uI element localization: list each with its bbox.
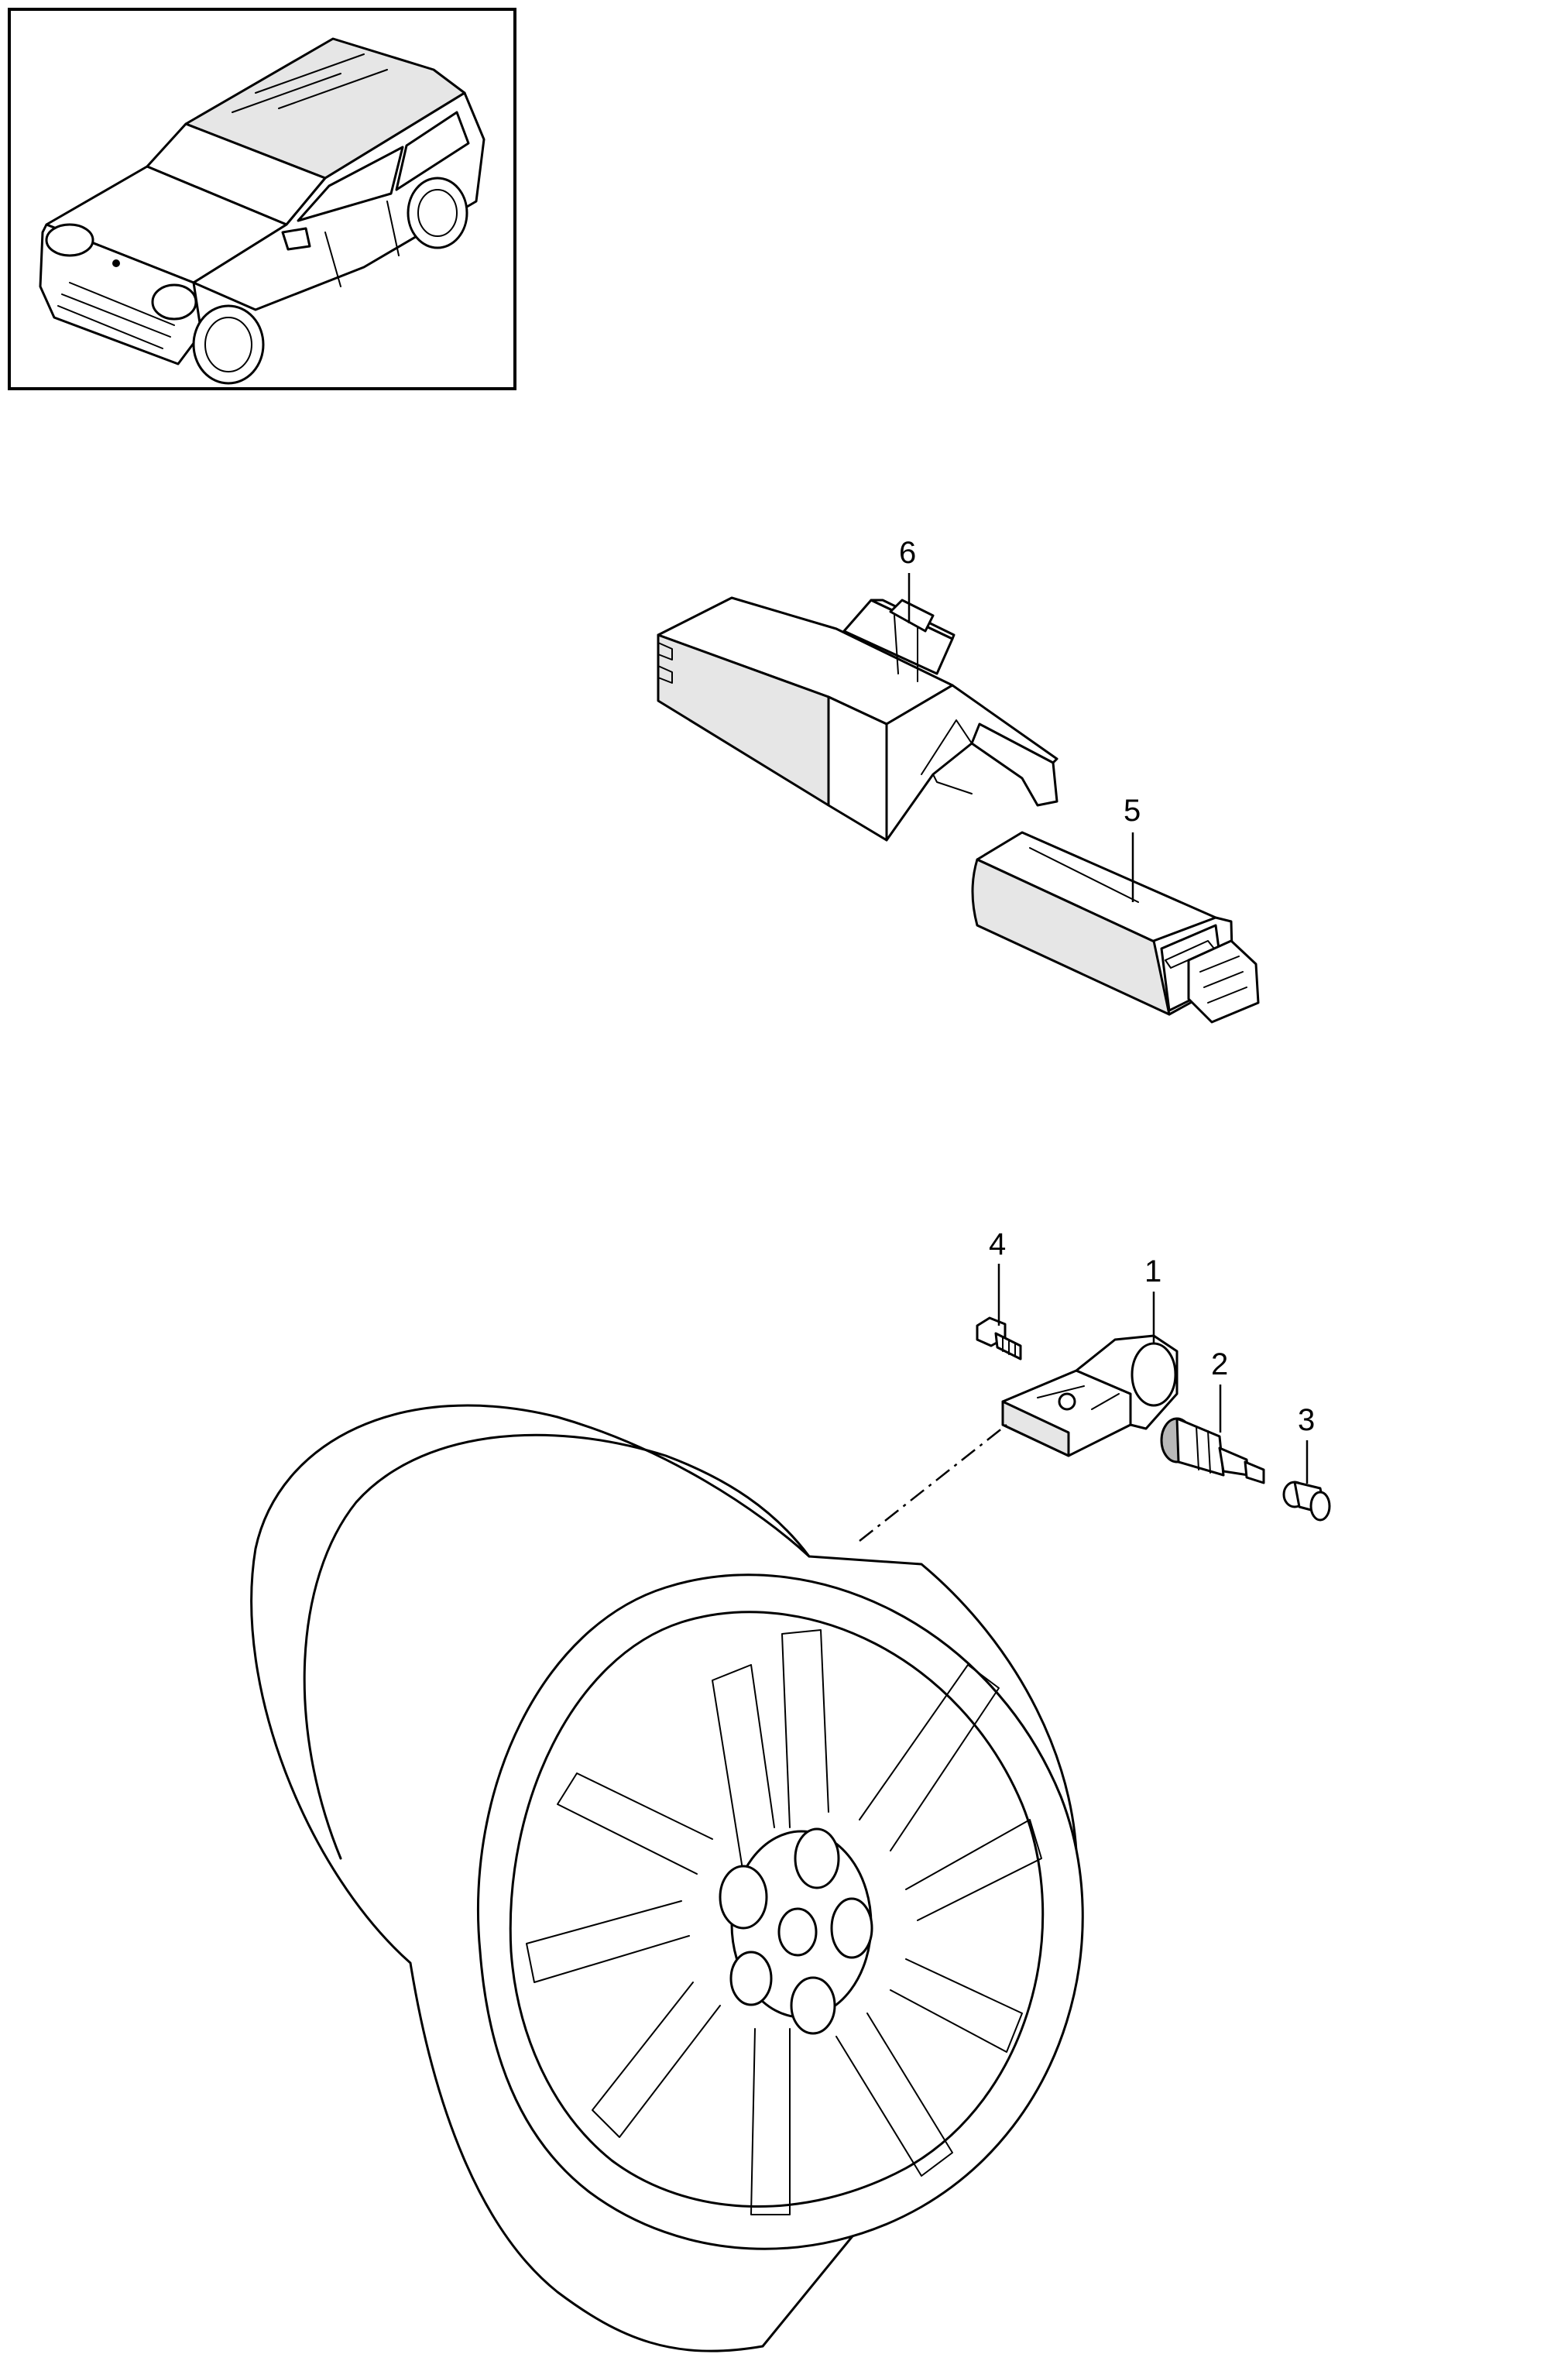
- part-3-valve-cap: [1282, 1481, 1331, 1522]
- callout-1: 1: [1144, 1254, 1161, 1343]
- part-2-valve: [1160, 1417, 1265, 1484]
- part-6-bracket: [657, 596, 1058, 842]
- callout-label-5: 5: [1124, 794, 1141, 828]
- part-5-module: [971, 831, 1260, 1024]
- callout-5: 5: [1124, 794, 1141, 902]
- callout-label-6: 6: [899, 536, 916, 570]
- vehicle-thumbnail: [8, 8, 516, 390]
- callout-3: 3: [1298, 1403, 1315, 1484]
- callout-label-4: 4: [989, 1227, 1006, 1261]
- callout-label-2: 2: [1211, 1347, 1228, 1381]
- callout-label-1: 1: [1144, 1254, 1161, 1289]
- callout-4: 4: [989, 1227, 1006, 1326]
- wheel-rim: [250, 1404, 1084, 2352]
- callout-6: 6: [899, 536, 916, 623]
- suv-illustration: [39, 37, 485, 385]
- assembly-centerline: [859, 1424, 1007, 1542]
- callout-label-3: 3: [1298, 1403, 1315, 1437]
- callout-2: 2: [1211, 1347, 1228, 1433]
- part-1-tpms-sensor: [1001, 1334, 1179, 1457]
